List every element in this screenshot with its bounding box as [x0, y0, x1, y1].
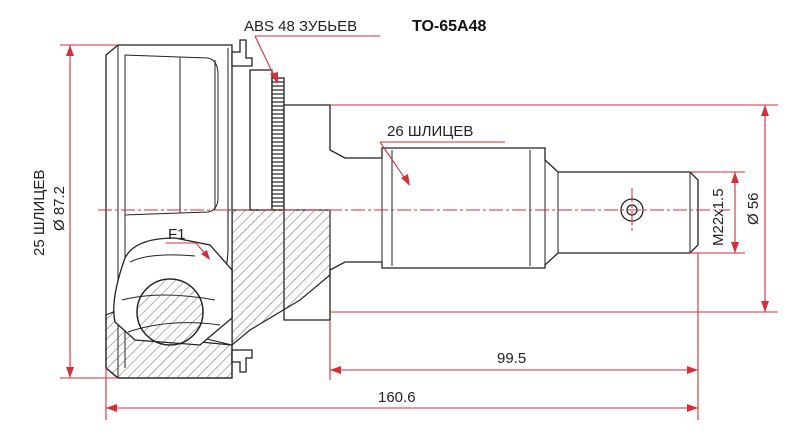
abs-ring-teeth [272, 81, 284, 207]
stub-shaft [283, 104, 699, 321]
dimension-lines [60, 35, 778, 420]
seal-top [231, 39, 253, 67]
flange-diameter-label: Ø 87.2 [51, 186, 68, 231]
thread-label: M22x1.5 [710, 188, 727, 246]
shaft-diameter-label: Ø 56 [745, 192, 762, 225]
abs-teeth-label: ABS 48 ЗУБЬЕВ [244, 18, 357, 35]
shaft-length-label: 99.5 [497, 350, 526, 367]
inner-splines-label: 25 ШЛИЦЕВ [31, 170, 48, 256]
cv-ball [136, 278, 204, 346]
seal-bottom [231, 349, 253, 373]
outer-splines-label: 26 ШЛИЦЕВ [387, 123, 473, 140]
total-length-label: 160.6 [378, 389, 416, 406]
part-number: TO-65A48 [412, 18, 487, 35]
f1-label: F1 [168, 226, 186, 243]
abs-ring [249, 69, 285, 211]
